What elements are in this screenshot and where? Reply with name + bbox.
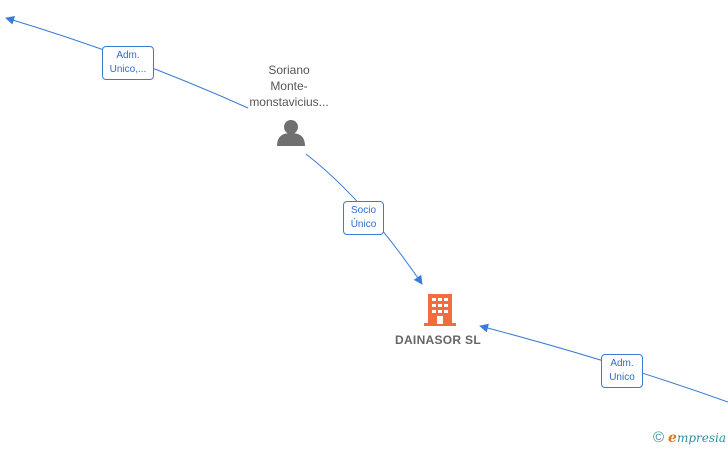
person-name-line-1: Soriano <box>268 63 310 77</box>
person-name[interactable]: Soriano Monte- monstavicius... <box>228 62 350 110</box>
edge-label-line: Unico,... <box>109 64 147 75</box>
edge-label-line: Adm. <box>116 50 140 61</box>
edge-label-line: Unico <box>609 372 635 383</box>
copyright-icon: © <box>652 429 665 446</box>
company-name[interactable]: DAINASOR SL <box>395 333 481 347</box>
building-icon[interactable] <box>424 294 456 326</box>
edge-label-adm-unico-bottom[interactable]: Adm. Unico <box>601 354 643 388</box>
edge-label-line: Adm. <box>610 358 634 369</box>
person-icon[interactable] <box>277 120 305 146</box>
person-name-line-3: monstavicius... <box>249 95 329 109</box>
edge-label-socio-unico[interactable]: Socio Único <box>343 201 384 235</box>
person-name-line-2: Monte- <box>270 79 308 93</box>
empresia-logo: empresia <box>668 429 726 446</box>
edge-label-line: Socio <box>350 205 376 216</box>
empresia-credit[interactable]: © empresia <box>653 429 726 446</box>
edge-label-line: Único <box>350 219 377 230</box>
edge-label-adm-unico-top[interactable]: Adm. Unico,... <box>102 46 154 80</box>
